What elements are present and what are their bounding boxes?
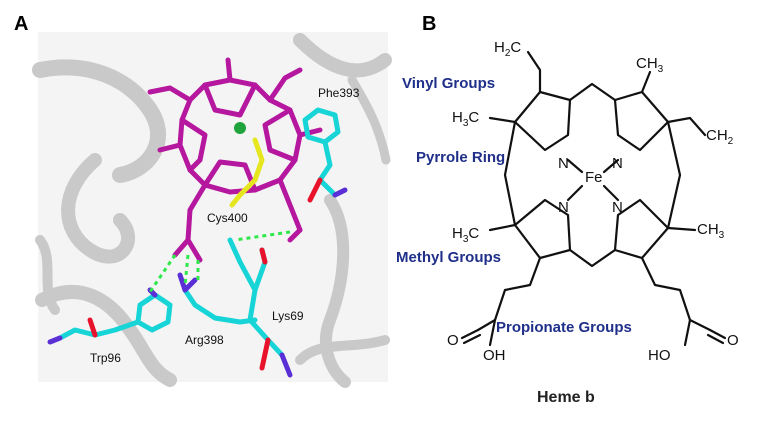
group-h2c-top: H2C — [494, 39, 521, 59]
atom-fe: Fe — [585, 169, 603, 186]
phe393-sticks — [302, 107, 348, 203]
ribbon-strand-left — [35, 235, 60, 315]
trp96-nitrogen — [47, 335, 63, 345]
methyl-bottom-right — [666, 226, 697, 232]
lys69-carbonyl — [259, 337, 271, 371]
group-h3c-bottom: H3C — [452, 225, 479, 245]
atom-o-left: O — [447, 332, 459, 349]
group-h3c-left: H3C — [452, 109, 479, 129]
panel-a: A Phe393 Cys400 Lys69 Trp96 Arg398 — [14, 13, 392, 388]
label-cys400: Cys400 — [207, 211, 248, 225]
lys69-chain — [227, 237, 285, 358]
pyrrole-ring-bottom-left — [513, 198, 572, 260]
ribbon-helix-lower-left — [35, 284, 177, 387]
heme-stick-model — [147, 57, 323, 263]
atom-n-top-left: N — [558, 155, 569, 172]
label-methyl-groups: Methyl Groups — [396, 249, 501, 266]
heme-pyrrole-top — [202, 82, 258, 118]
methyl-top-right — [640, 70, 652, 94]
ribbon-helix-right — [320, 194, 351, 388]
hbond-lys69 — [234, 230, 291, 242]
cys400-sticks — [229, 137, 265, 208]
phe393-ring — [302, 107, 341, 145]
pyrrole-ring-top-right — [613, 90, 670, 152]
vinyl-right — [666, 116, 707, 137]
meso-bridge-bottom — [568, 248, 617, 268]
heme-macrocycle — [177, 77, 303, 195]
heme-b-structure — [460, 50, 727, 347]
atom-o-right: O — [727, 332, 739, 349]
atom-n-bottom-left: N — [558, 199, 569, 216]
phe393-nitrogen — [332, 187, 348, 198]
methyl-bottom-left — [488, 223, 517, 232]
iron-atom — [234, 122, 246, 134]
lys69-nitrogen — [279, 352, 293, 378]
label-propionate-groups: Propionate Groups — [496, 319, 632, 336]
protein-ribbon — [32, 33, 392, 388]
heme-propionates — [185, 227, 303, 263]
meso-bridge-left — [503, 120, 517, 227]
hbond-arg398-a — [183, 254, 190, 286]
atom-n-top-right: N — [612, 155, 623, 172]
arg398-guanidine — [177, 272, 198, 293]
phe393-oxygen — [307, 177, 323, 203]
lys69-oxygen — [259, 247, 268, 265]
label-arg398: Arg398 — [185, 333, 224, 347]
ribbon-helix-left — [61, 153, 135, 264]
cys400-sidechain — [237, 137, 265, 198]
panel-b-letter: B — [422, 13, 436, 35]
group-ch3-bottom-right: CH3 — [697, 221, 725, 241]
cys400-backbone — [229, 192, 243, 208]
group-ch3-top: CH3 — [636, 55, 664, 75]
trp96-oxygen — [87, 317, 98, 338]
ribbon-helix-upper-left — [32, 59, 167, 183]
atom-oh-left: OH — [483, 347, 506, 364]
heme-substituents-bottom — [157, 142, 303, 258]
phe393-backbone — [317, 139, 338, 198]
vinyl-top-left — [526, 50, 542, 94]
fe-n-bonds — [566, 158, 620, 202]
propionate-left-carbonyl — [460, 328, 482, 345]
propionate-left-oh — [488, 318, 497, 347]
meso-bridge-right — [666, 120, 682, 230]
group-ch2-right: CH2 — [706, 127, 734, 147]
caption-heme-b: Heme b — [537, 389, 595, 406]
ribbon-helix-top-right — [293, 33, 392, 78]
label-phe393: Phe393 — [318, 86, 360, 100]
propionate-right — [640, 256, 712, 332]
label-vinyl-groups: Vinyl Groups — [402, 75, 495, 92]
propionate-right-oh — [683, 318, 692, 347]
arg398-chain — [182, 287, 258, 325]
atom-ho-right: HO — [648, 347, 671, 364]
pyrrole-ring-bottom-right — [613, 198, 670, 260]
propionate-left — [476, 256, 542, 332]
panel-b: B Fe — [396, 13, 739, 406]
pyrrole-ring-top-left — [513, 90, 572, 152]
arg398-sticks — [177, 272, 258, 325]
atom-n-bottom-right: N — [612, 199, 623, 216]
label-lys69: Lys69 — [272, 309, 304, 323]
heme-pyrrole-bottom — [202, 159, 258, 193]
heme-pyrrole-left — [179, 117, 208, 173]
panel-a-letter: A — [14, 13, 28, 35]
heme-substituents-top — [147, 57, 323, 138]
lys69-sticks — [227, 237, 293, 378]
ribbon-strand-bottom-right — [295, 335, 390, 365]
methyl-left — [488, 116, 517, 124]
ribbon-strand-right — [347, 75, 391, 165]
propionate-right-carbonyl — [706, 328, 727, 345]
meso-bridge-top — [568, 82, 617, 102]
heme-pyrrole-right — [262, 107, 298, 163]
label-pyrrole-ring: Pyrrole Ring — [416, 149, 505, 166]
label-trp96: Trp96 — [90, 351, 121, 365]
hydrogen-bonds — [148, 230, 291, 293]
